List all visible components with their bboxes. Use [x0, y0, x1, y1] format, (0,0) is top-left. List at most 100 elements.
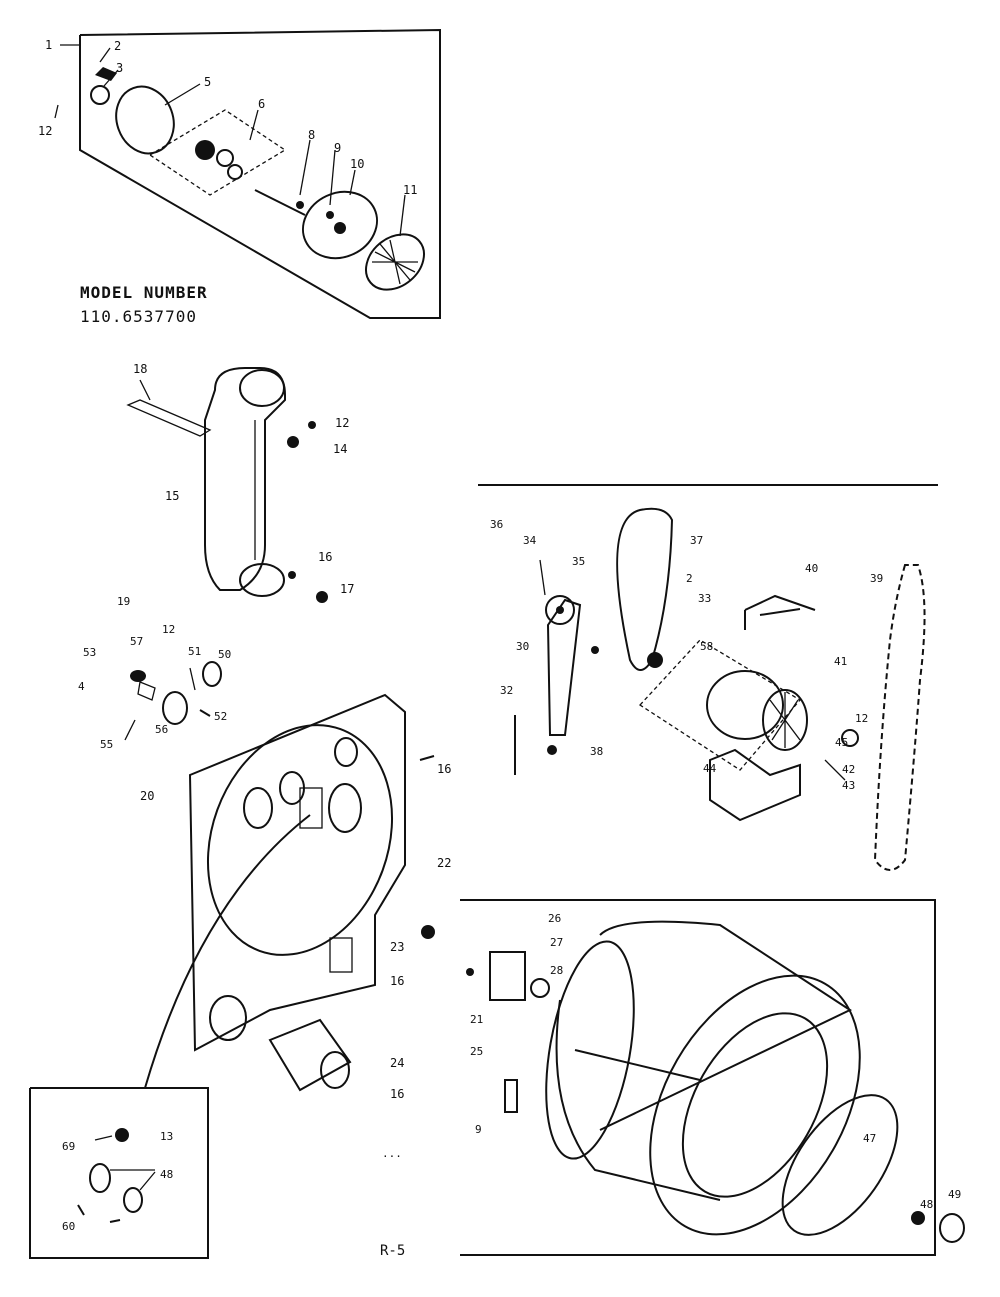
duct-clamp-bottom	[316, 591, 328, 603]
inset-leader-2	[139, 1171, 156, 1191]
callout-35: 35	[572, 555, 585, 568]
callout-28: 28	[550, 964, 563, 977]
callout-58: 58	[700, 640, 713, 653]
blower-callout-leaders	[54, 44, 406, 237]
duct-bracket	[126, 399, 212, 437]
drum-roller-bolt	[911, 1211, 925, 1225]
callout-duct-15: 15	[165, 489, 179, 503]
callout-duct-14: 14	[333, 442, 347, 456]
bulkhead-hole-1	[243, 787, 273, 829]
blower-plate-hub	[334, 222, 346, 234]
motor-switch	[841, 729, 859, 747]
callout-bulk-16c: 16	[390, 1087, 404, 1101]
callout-30: 30	[516, 640, 529, 653]
drum-front-opening	[681, 1012, 829, 1198]
bulkhead-lower-hole	[209, 995, 247, 1041]
bulkhead-screw-23	[421, 925, 435, 939]
model-number-heading: MODEL NUMBER	[80, 283, 208, 302]
callout-duct-17: 17	[340, 582, 354, 596]
duct-top-opening	[239, 369, 285, 407]
duct-screw-bottom	[288, 571, 296, 579]
callout-duct-12a: 12	[335, 416, 349, 430]
callout-25: 25	[470, 1045, 483, 1058]
drum-screw	[466, 968, 474, 976]
callout-blower-8: 8	[308, 128, 315, 142]
callout-4: 4	[78, 680, 85, 693]
callout-51: 51	[188, 645, 201, 658]
callout-blower-10: 10	[350, 157, 364, 171]
callout-37: 37	[690, 534, 703, 547]
bulkhead-drum-opening	[206, 724, 394, 956]
drum-panel-border	[460, 899, 936, 1256]
drum-roller-washer	[939, 1213, 965, 1243]
thermostat-pin	[199, 709, 211, 717]
callout-57: 57	[130, 635, 143, 648]
blower-impeller-vanes	[372, 239, 418, 285]
callout-24: 24	[390, 1056, 404, 1070]
callout-26: 26	[548, 912, 561, 925]
motor-switch-lead	[824, 759, 846, 781]
callout-52: 52	[214, 710, 227, 723]
drum-drive-belt	[873, 564, 926, 871]
igniter-end	[320, 1051, 350, 1089]
blower-washer	[227, 164, 243, 180]
exhaust-duct-group: 12 14 15 16 17 18	[126, 362, 354, 603]
page-reference: R-5	[380, 1243, 405, 1259]
drum-baffle	[574, 1049, 701, 1081]
callout-40: 39	[870, 572, 883, 585]
callout-55: 55	[100, 738, 113, 751]
callout-bulk-16b: 16	[390, 974, 404, 988]
blower-clip	[296, 201, 304, 209]
callout-69: 69	[62, 1140, 75, 1153]
drum-bottom-edge	[555, 999, 721, 1201]
thermal-fuse	[202, 661, 222, 687]
callout-36: 36	[490, 518, 503, 531]
callout-32: 32	[500, 684, 513, 697]
callout-thermo-12: 12	[162, 623, 175, 636]
drum-roller-bracket	[489, 951, 526, 1001]
thermostat-wire	[189, 667, 196, 691]
inset-lamp-1	[89, 1163, 111, 1193]
inset-pointer-line	[144, 814, 311, 1089]
inset-lamp-2	[123, 1187, 143, 1213]
inset-border	[29, 1087, 209, 1259]
callout-22: 22	[437, 856, 451, 870]
blower-assembly-group: 1 2 3 5 6 8 9 10 11 12	[38, 28, 441, 319]
motor-body	[706, 670, 784, 740]
bulkhead-hole-4	[328, 783, 362, 833]
drum-front-ring	[649, 974, 861, 1236]
callout-21: 21	[470, 1013, 483, 1026]
callout-45: 45	[835, 736, 848, 749]
callout-47: 47	[863, 1132, 876, 1145]
callout-blower-11: 11	[403, 183, 417, 197]
thermostat-lead	[124, 719, 136, 741]
idler-shaft	[539, 559, 546, 596]
idler-clip	[591, 646, 599, 654]
callout-60: 60	[62, 1220, 75, 1233]
callout-blower-1: 1	[45, 38, 52, 52]
callout-53: 53	[83, 646, 96, 659]
callout-drum-9: 9	[475, 1123, 482, 1136]
callout-34: 34	[523, 534, 537, 547]
callout-41: 40	[805, 562, 818, 575]
blower-gasket	[115, 85, 175, 155]
motor-fan-blades	[769, 692, 801, 748]
drum-rear-rim	[545, 940, 635, 1160]
callout-20: 20	[140, 789, 154, 803]
callout-duct-18: 18	[133, 362, 147, 376]
callout-39: 44	[703, 762, 717, 775]
inset-clip	[109, 1219, 121, 1223]
callout-motor-2a: 2	[686, 572, 693, 585]
callout-56: 56	[155, 723, 168, 736]
drive-belt-small	[616, 507, 674, 671]
exhaust-duct	[204, 367, 286, 591]
callout-motor-2b: 12	[855, 712, 868, 725]
duct-screw-top	[308, 421, 316, 429]
duct-bottom-opening	[239, 563, 285, 597]
model-number-value: 110.6537700	[80, 307, 197, 326]
motor-outline-box	[638, 639, 801, 771]
motor-mount-clamp	[744, 594, 816, 630]
drum-top-edge	[599, 920, 853, 1131]
blower-panel-border	[79, 28, 441, 319]
